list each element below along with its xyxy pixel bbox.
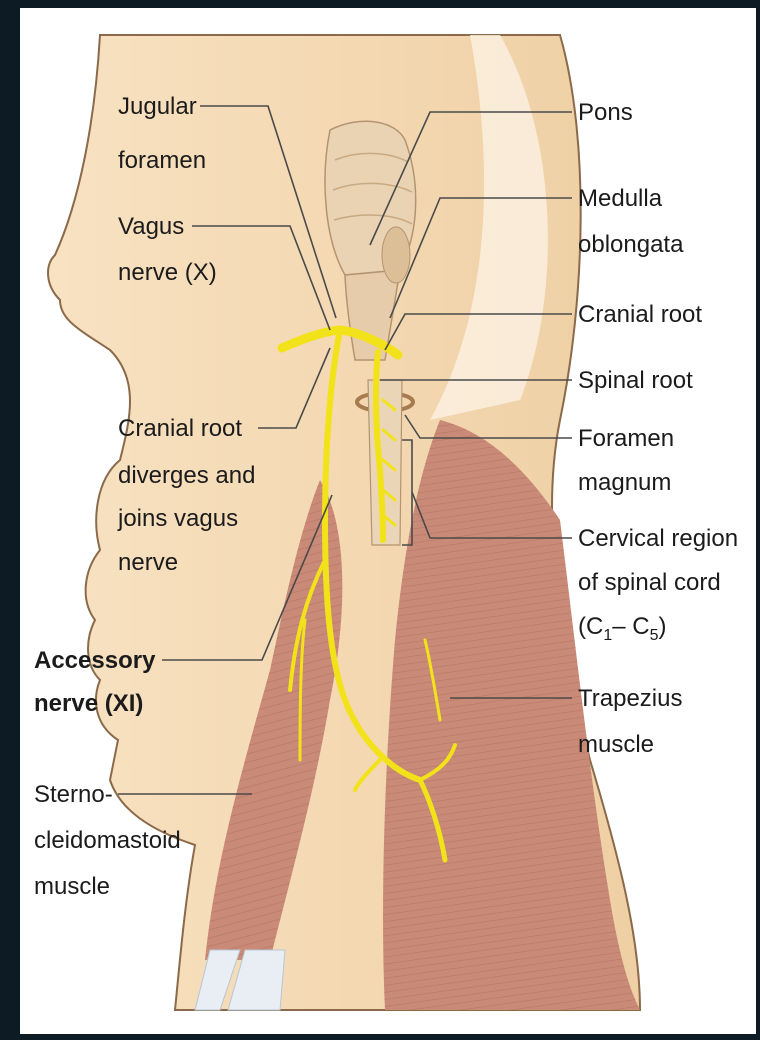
label-pons: Pons — [578, 99, 633, 126]
label-spinal-root: Spinal root — [578, 367, 693, 394]
olive-shape — [382, 227, 410, 283]
label-cervical-region: Cervical region of spinal cord — [578, 525, 745, 596]
trapezius-fibers — [383, 420, 640, 1010]
label-foramen-magnum: Foramen magnum — [578, 425, 681, 496]
label-medulla-oblongata: Medulla oblongata — [578, 185, 684, 258]
label-cervical-range: (C1– C5) — [578, 613, 667, 644]
label-trapezius: Trapezius muscle — [578, 685, 689, 758]
label-cranial-root: Cranial root — [578, 301, 702, 328]
